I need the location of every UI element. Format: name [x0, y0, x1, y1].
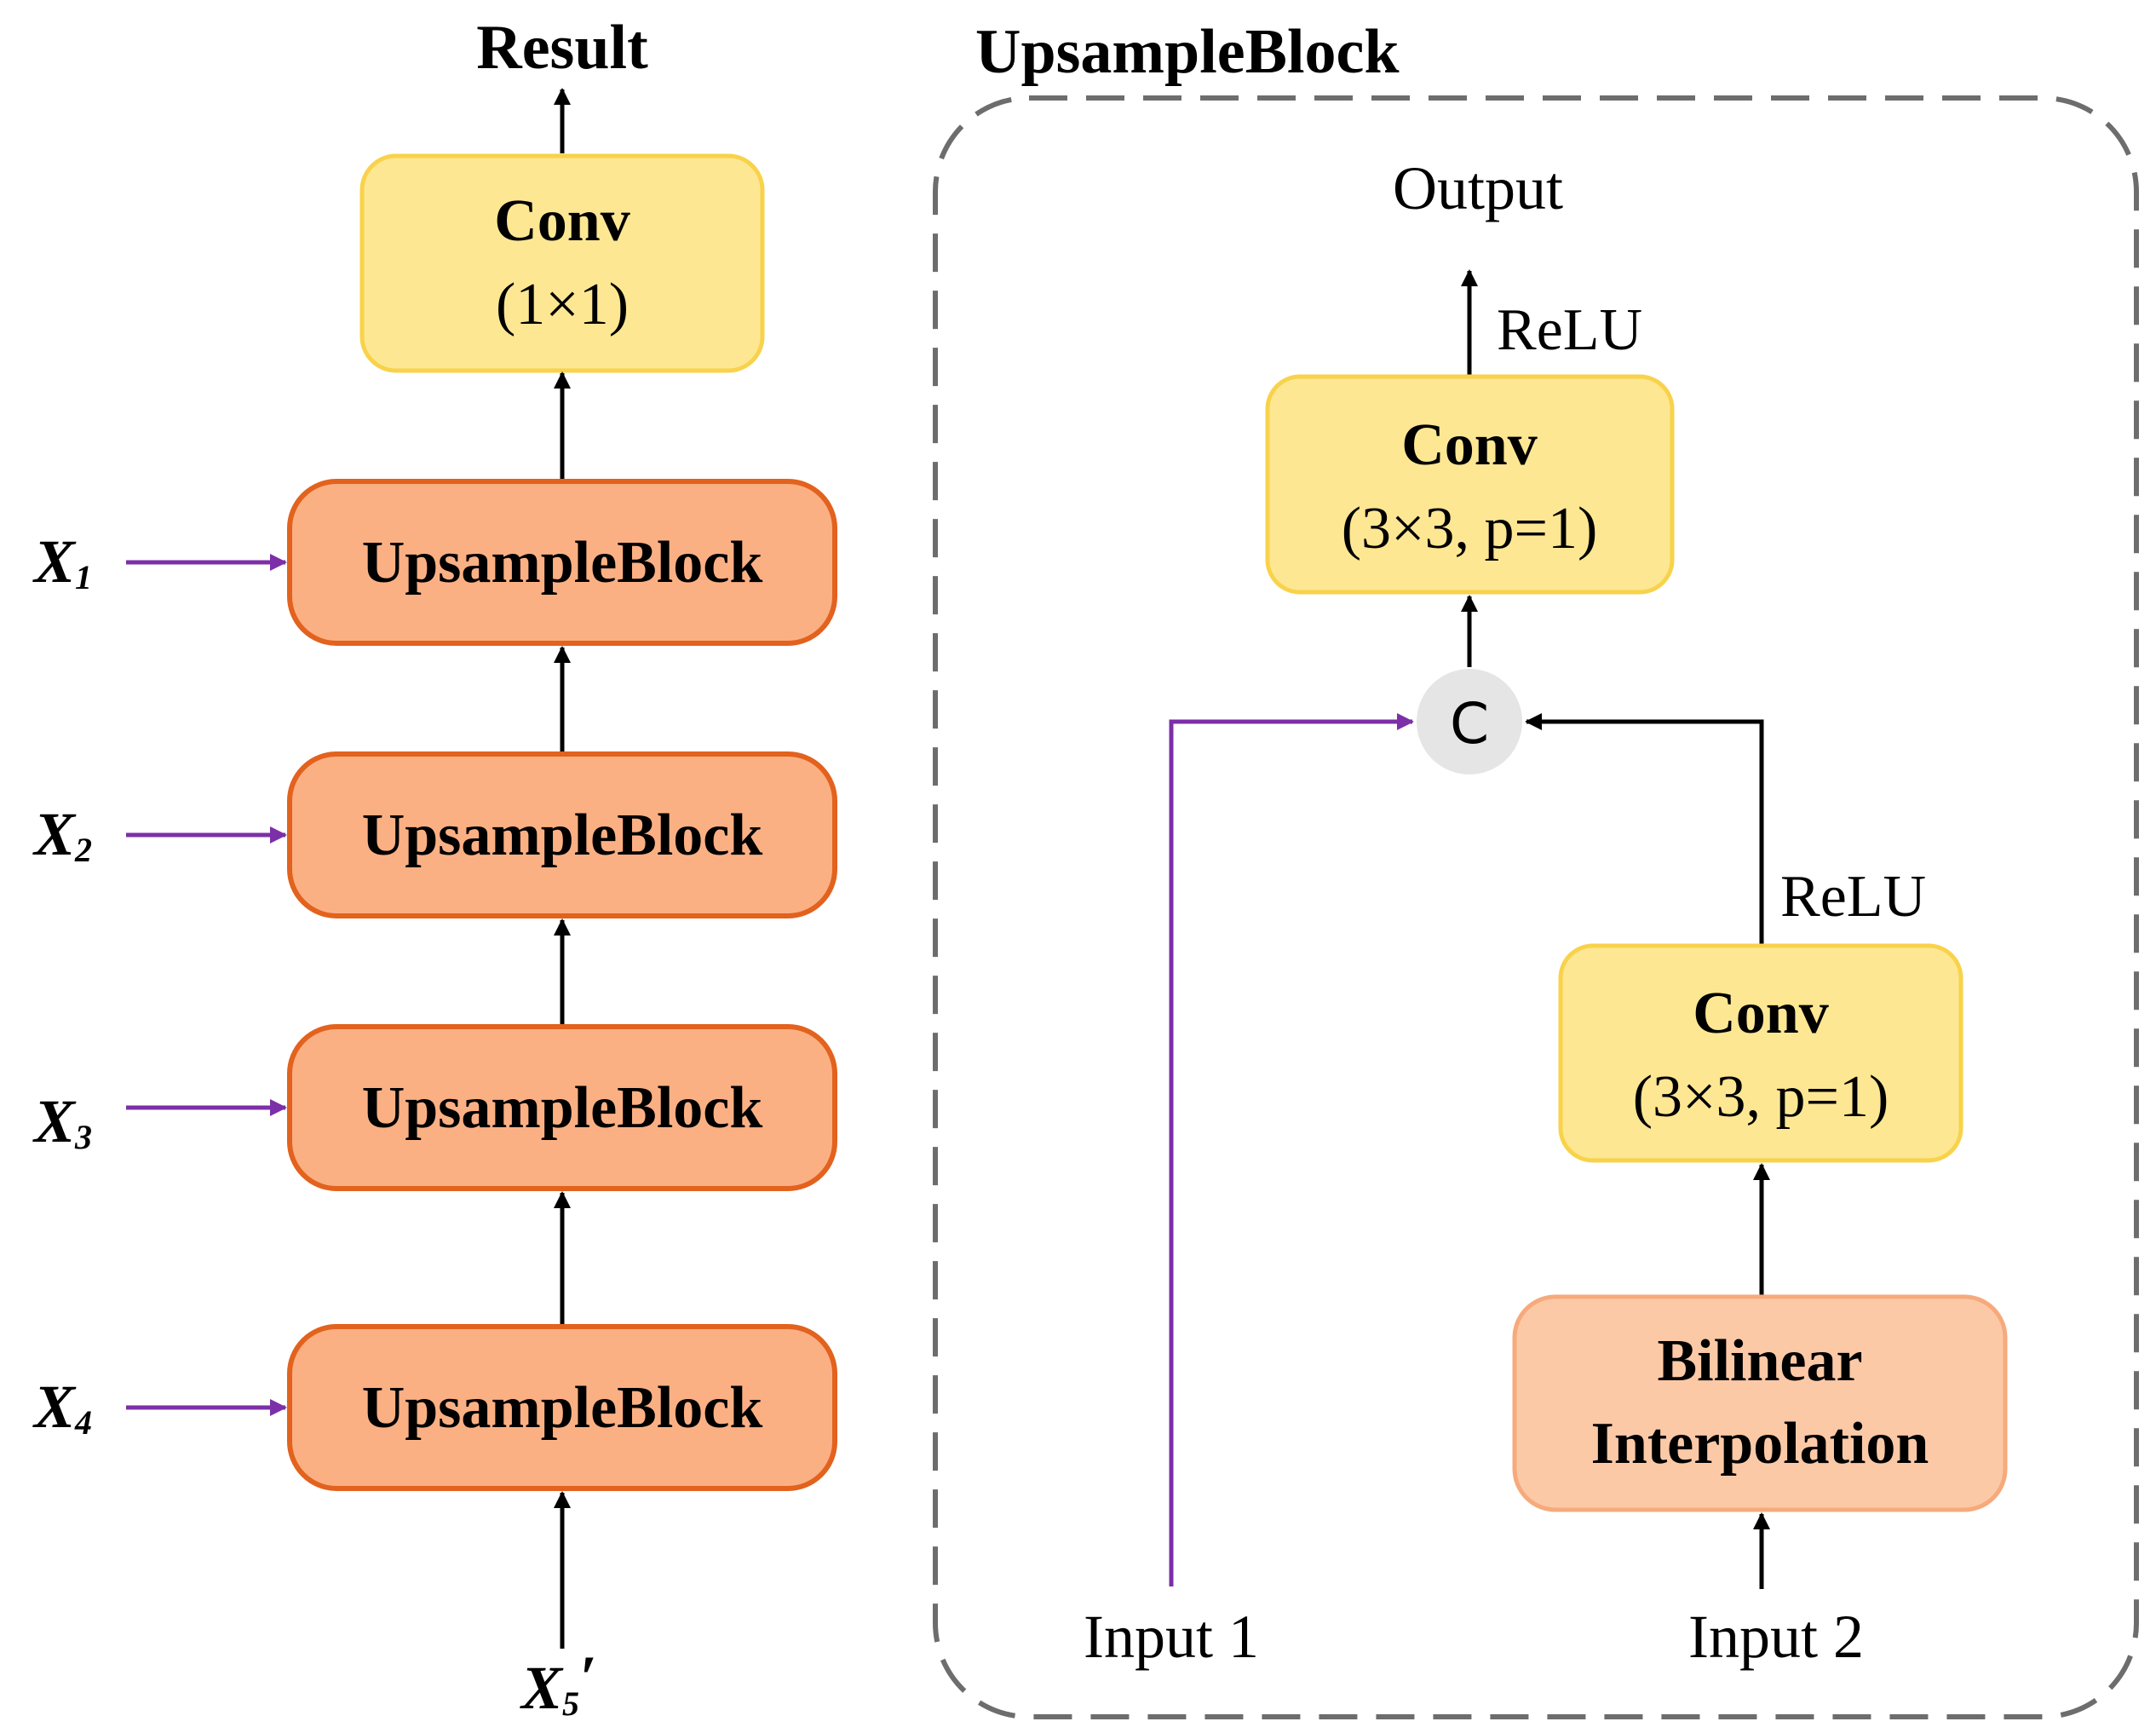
upsample-block-detail: UpsampleBlock Output ReLU Conv (3×3, p=1… [933, 17, 2139, 1719]
bilinear-line2: Interpolation [1591, 1411, 1929, 1477]
input-x5-label: X5′ [520, 1644, 596, 1723]
result-label: Result [476, 13, 648, 83]
concat-symbol: C [1450, 691, 1489, 757]
top-conv-title: Conv [494, 188, 630, 254]
upsample-block-4 [287, 1324, 837, 1491]
input-x1-label: X1 [32, 527, 92, 596]
upsample-block-2 [287, 751, 837, 918]
bilinear-line1: Bilinear [1657, 1328, 1862, 1394]
top-conv-box [359, 153, 765, 373]
top-conv-params: (1×1) [496, 272, 629, 337]
detail-title: UpsampleBlock [975, 17, 1400, 87]
upsample-block-3-label: UpsampleBlock [362, 1075, 763, 1141]
concat-node [1417, 669, 1522, 774]
relu-mid-label: ReLU [1780, 864, 1926, 930]
upsample-block-4-label: UpsampleBlock [362, 1375, 763, 1441]
upsample-block-1 [287, 479, 837, 646]
conv-mid-box [1558, 943, 1963, 1163]
input1-label: Input 1 [1084, 1603, 1259, 1671]
upsample-block-1-label: UpsampleBlock [362, 530, 763, 596]
input2-label: Input 2 [1688, 1603, 1864, 1671]
input-x4-label: X4 [32, 1373, 92, 1442]
output-label: Output [1393, 154, 1563, 222]
upsample-block-3 [287, 1024, 837, 1191]
conv-top-box [1265, 374, 1675, 595]
bilinear-box [1512, 1294, 2008, 1512]
conv-top-title: Conv [1401, 412, 1537, 478]
upsample-block-2-label: UpsampleBlock [362, 803, 763, 868]
conv-mid-title: Conv [1693, 981, 1828, 1046]
arrow-conv-mid-to-concat [1525, 713, 1764, 946]
input-x2-label: X2 [32, 800, 92, 869]
left-pipeline: Result Conv (1×1) UpsampleBlock X1 Upsam… [32, 13, 837, 1723]
arrow-input1-to-concat [1169, 713, 1414, 1586]
conv-top-params: (3×3, p=1) [1342, 496, 1598, 561]
relu-top-label: ReLU [1497, 297, 1642, 363]
input-x3-label: X3 [32, 1087, 92, 1156]
conv-mid-params: (3×3, p=1) [1633, 1064, 1889, 1130]
